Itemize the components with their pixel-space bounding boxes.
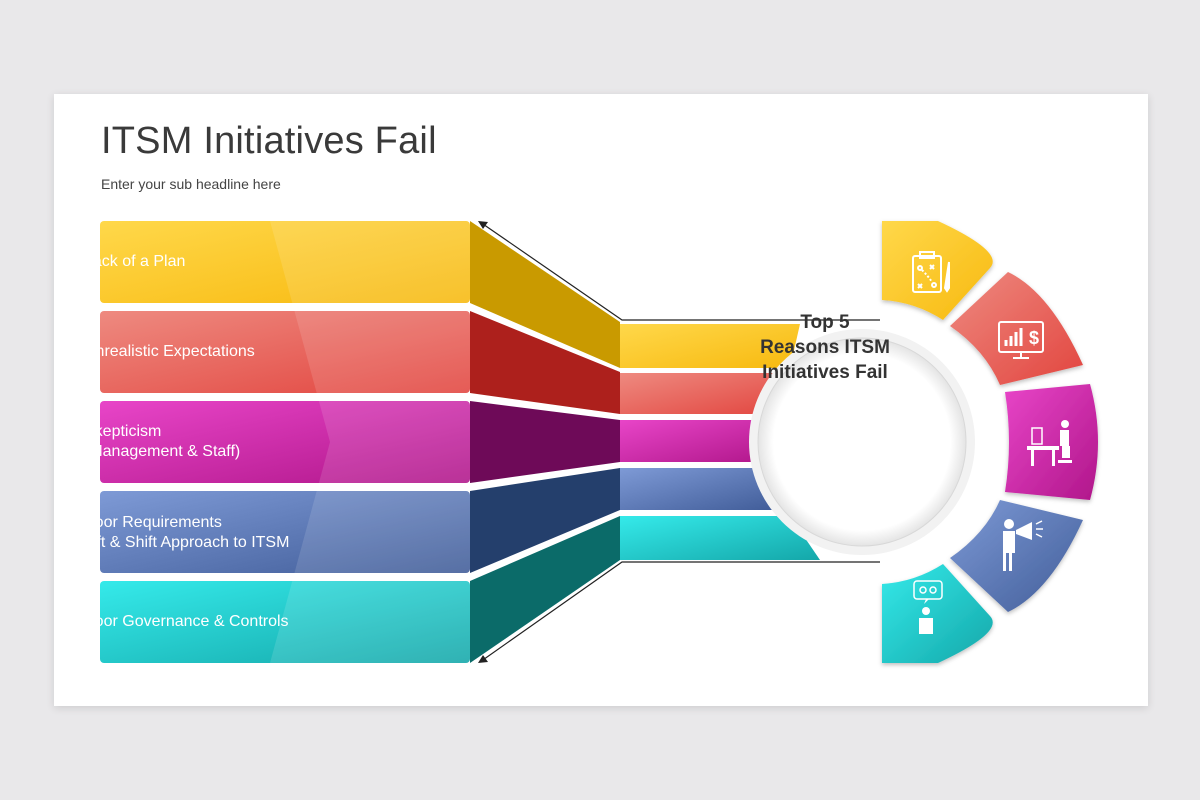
petal-4 [950,500,1083,612]
band-4 [620,468,780,510]
outline-bottom [479,561,880,663]
band-1 [620,324,800,368]
center-line-1: Top 5 [800,312,850,333]
petal-3 [1005,384,1098,500]
center-circle [757,337,967,547]
outline-top [479,221,880,321]
monitor-dollar-icon: $ [998,321,1044,359]
petal-2 [950,272,1083,385]
arrow-top-icon [478,221,488,229]
bar-1-line-1: Lack of a Plan [64,252,404,272]
band-2 [620,373,790,414]
bar-2-line-1: Unrealistic Expectations [64,342,404,362]
band-5 [620,516,820,560]
person-thinking-gears-icon [913,580,943,634]
center-line-2: Reasons ITSM [760,337,890,358]
slide-subtitle: Enter your sub headline here [101,176,281,192]
arrow-bottom-icon [478,655,488,663]
megaphone-speaker-icon [1003,519,1043,571]
person-at-desk-icon [1027,420,1072,466]
petal-1 [882,221,993,320]
center-label: Top 5 Reasons ITSM Initiatives Fail [740,310,910,385]
center-line-3: Initiatives Fail [762,362,888,383]
checklist-strategy-icon [912,251,950,293]
petal-5 [882,564,993,663]
connector-2 [470,311,620,414]
band-3 [620,420,775,462]
bar-5-line-1: Poor Governance & Controls [64,612,404,632]
slide-title: ITSM Initiatives Fail [101,120,437,162]
bar-3-text: Skepticism (Management & Staff) [64,422,404,462]
connector-5 [470,516,620,663]
bar-4-text: Poor Requirements Lift & Shift Approach … [64,513,404,553]
bar-5-text: Poor Governance & Controls [64,612,404,632]
connector-3 [470,401,620,483]
connector-1 [470,221,620,368]
bar-1-text: Lack of a Plan [64,252,404,272]
bar-4-line-1: Poor Requirements [64,513,404,533]
connector-4 [470,468,620,573]
bar-2-text: Unrealistic Expectations [64,342,404,362]
bar-4-line-2: Lift & Shift Approach to ITSM [64,533,404,553]
bar-3-line-2: (Management & Staff) [64,442,404,462]
svg-text:$: $ [1029,328,1039,348]
bar-3-line-1: Skepticism [64,422,404,442]
